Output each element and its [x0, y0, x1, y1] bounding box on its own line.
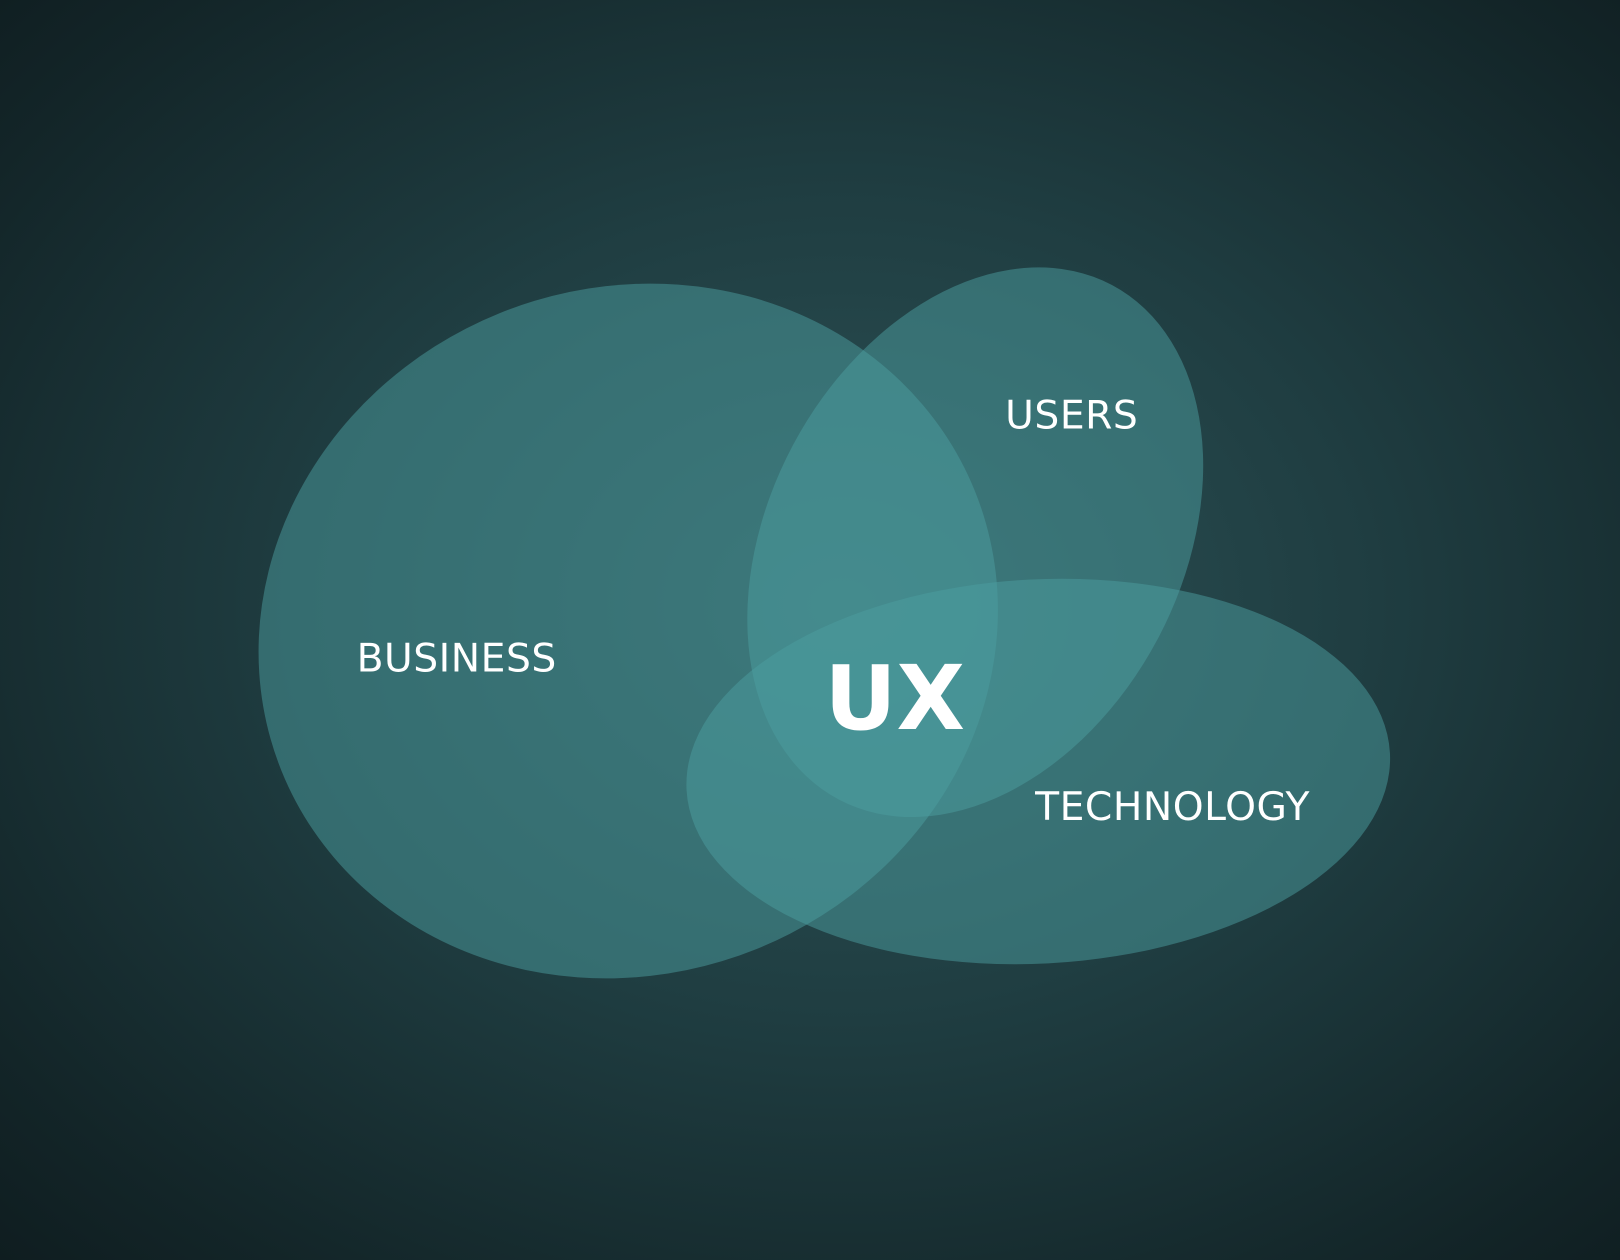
- ux-center-label: UX: [824, 647, 965, 750]
- business-label: BUSINESS: [357, 636, 557, 681]
- users-label: USERS: [1005, 394, 1138, 439]
- technology-label: TECHNOLOGY: [1034, 785, 1310, 830]
- technology-set: [686, 578, 1391, 965]
